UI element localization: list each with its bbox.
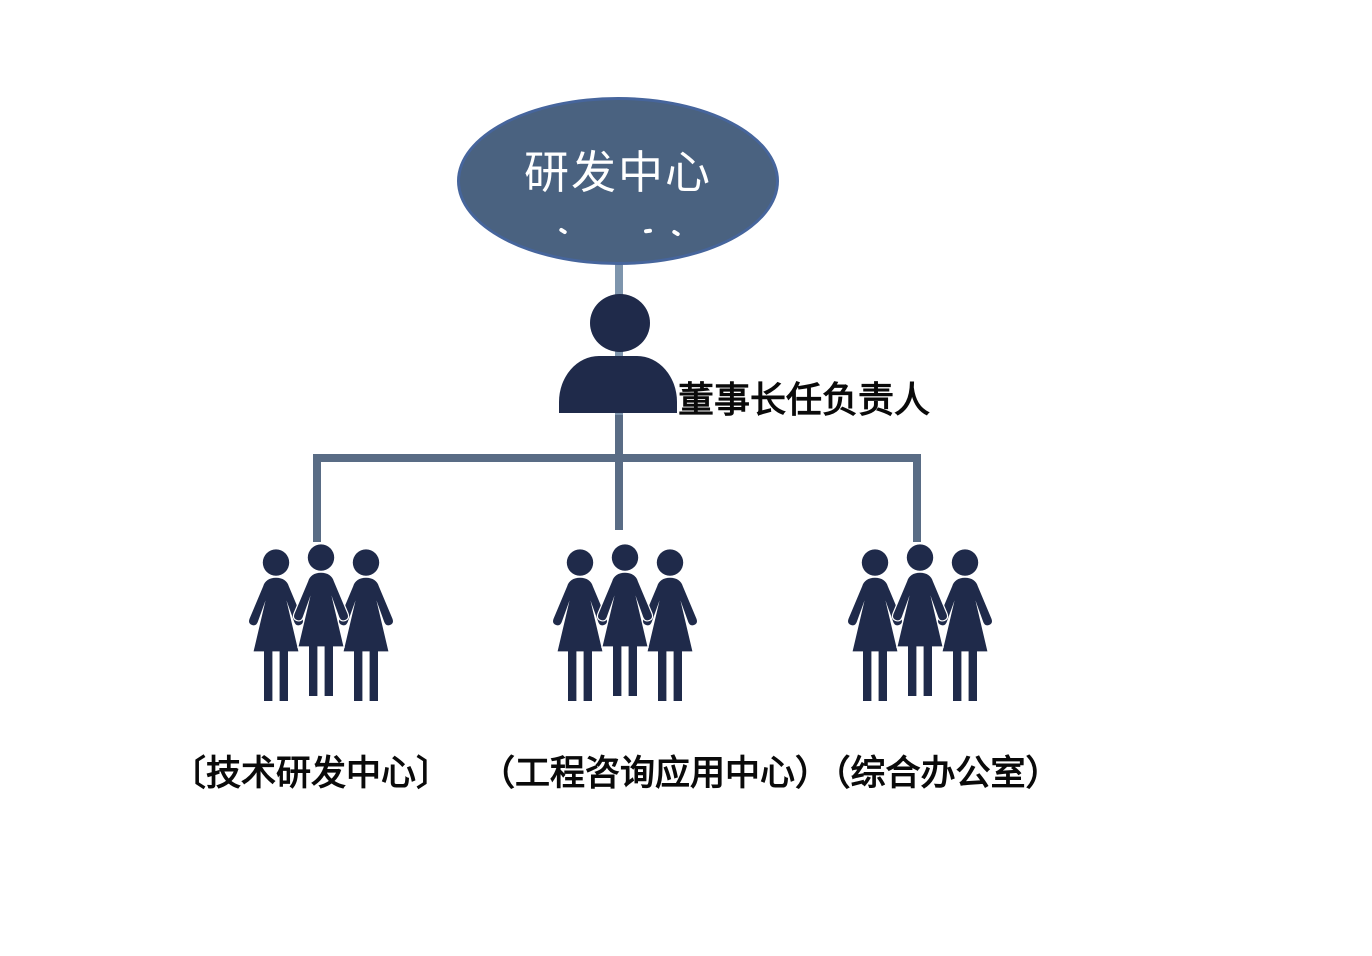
ellipse-artifact-mark	[558, 227, 568, 235]
staff-group-icon-tech	[247, 544, 395, 703]
woman-icon	[337, 548, 395, 703]
root-node-ellipse: 研发中心	[457, 97, 779, 265]
woman-icon	[641, 548, 699, 703]
woman-icon	[846, 548, 904, 703]
department-label-tech: 〔技术研发中心〕	[170, 754, 452, 793]
woman-icon	[936, 548, 994, 703]
connector-horizontal-bar	[313, 454, 921, 462]
ellipse-artifact-mark	[643, 228, 653, 234]
leader-person-icon	[559, 356, 677, 413]
woman-icon	[551, 548, 609, 703]
connector-leader-to-bar	[615, 415, 623, 530]
connector-drop-left	[313, 454, 321, 542]
ellipse-artifact-mark	[671, 229, 681, 237]
connector-drop-right	[913, 454, 921, 542]
woman-icon	[247, 548, 305, 703]
woman-icon	[596, 544, 654, 698]
department-label-office: （综合办公室）	[815, 754, 1061, 793]
leader-person-icon	[590, 294, 650, 352]
woman-icon	[292, 544, 350, 698]
woman-icon	[891, 544, 949, 698]
staff-group-icon-consulting	[551, 544, 699, 703]
root-node-label: 研发中心	[523, 146, 712, 198]
department-label-consulting: （工程咨询应用中心）	[479, 754, 831, 793]
staff-group-icon-office	[846, 544, 994, 703]
leader-label: 董事长任负责人	[678, 379, 931, 420]
